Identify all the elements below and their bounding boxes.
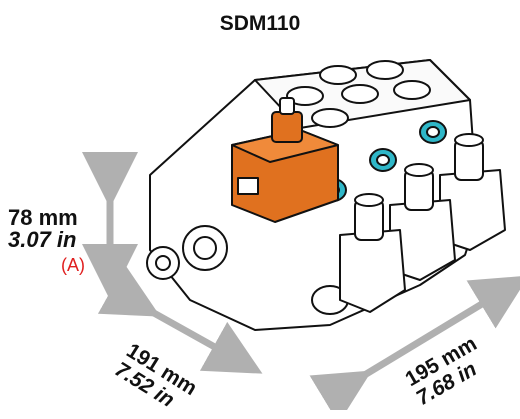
top-port bbox=[341, 84, 379, 104]
side-bolt-center bbox=[155, 255, 171, 271]
height-in-label: 3.07 in bbox=[8, 227, 77, 252]
top-port bbox=[319, 65, 357, 85]
spool-actuator bbox=[389, 163, 456, 281]
top-port bbox=[311, 108, 349, 128]
top-port bbox=[286, 86, 324, 106]
side-port-center bbox=[193, 236, 217, 260]
width-arrow bbox=[309, 275, 520, 410]
height-ref-label: (A) bbox=[61, 255, 85, 275]
spool-actuator bbox=[339, 193, 406, 313]
valve-illustration bbox=[82, 59, 520, 410]
model-title: SDM110 bbox=[219, 12, 301, 35]
top-port bbox=[366, 60, 404, 80]
top-port bbox=[393, 80, 431, 100]
height-mm-label: 78 mm bbox=[8, 205, 78, 230]
solenoid-coil bbox=[231, 97, 339, 223]
work-port-hole bbox=[376, 154, 390, 166]
depth-arrow bbox=[97, 264, 263, 374]
work-port-hole bbox=[426, 126, 440, 138]
product-diagram: SDM110 bbox=[8, 12, 520, 412]
